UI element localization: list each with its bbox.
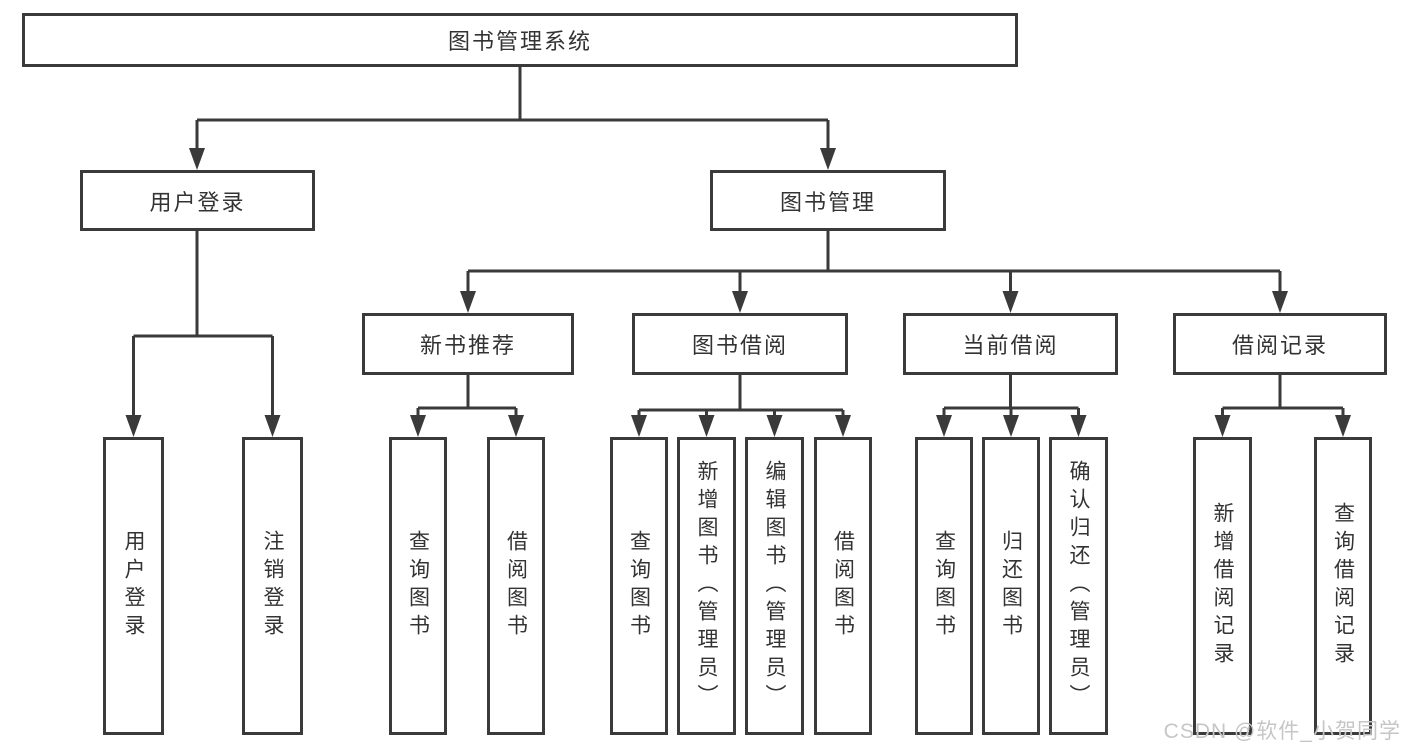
leaf-logout-label: 注销登录 [261, 530, 284, 642]
node-borrowing-records: 借阅记录 [1173, 313, 1387, 375]
node-new-book-recommend-label: 新书推荐 [419, 333, 516, 358]
leaf-nb-borrow-books-label: 借阅图书 [504, 530, 528, 642]
node-user-login: 用户登录 [80, 170, 315, 231]
node-current-borrowing: 当前借阅 [903, 313, 1118, 375]
leaf-nb-borrow-books: 借阅图书 [487, 437, 545, 735]
leaf-bb-add-books-admin-label: 新增图书（管理员） [695, 460, 718, 712]
leaf-br-query-record: 查询借阅记录 [1314, 437, 1372, 735]
leaf-bb-query-books: 查询图书 [610, 437, 668, 735]
leaf-logout: 注销登录 [242, 437, 303, 735]
leaf-nb-query-books: 查询图书 [389, 437, 447, 735]
leaf-user-login: 用户登录 [103, 437, 164, 735]
arrowheads [125, 148, 1351, 437]
leaf-nb-query-books-label: 查询图书 [406, 530, 430, 642]
leaf-bb-add-books-admin: 新增图书（管理员） [677, 437, 736, 735]
leaf-bb-borrow-books: 借阅图书 [814, 437, 872, 735]
leaf-cb-return-books-label: 归还图书 [999, 530, 1023, 642]
leaf-br-query-record-label: 查询借阅记录 [1331, 502, 1355, 670]
leaf-bb-borrow-books-label: 借阅图书 [831, 530, 855, 642]
node-book-management-label: 图书管理 [779, 189, 876, 215]
node-current-borrowing-label: 当前借阅 [962, 333, 1059, 358]
node-book-management: 图书管理 [710, 170, 946, 231]
node-user-login-label: 用户登录 [149, 189, 246, 215]
node-new-book-recommend: 新书推荐 [362, 313, 574, 375]
node-root-system: 图书管理系统 [22, 13, 1018, 67]
leaf-cb-confirm-return-admin: 确认归还（管理员） [1049, 437, 1108, 735]
node-borrowing-records-label: 借阅记录 [1231, 333, 1328, 358]
csdn-watermark: CSDN @软件_小贺同学 [1163, 720, 1401, 743]
leaf-cb-query-books-label: 查询图书 [932, 530, 956, 642]
node-root-label: 图书管理系统 [447, 29, 592, 54]
leaf-bb-edit-books-admin-label: 编辑图书（管理员） [763, 460, 786, 712]
leaf-bb-edit-books-admin: 编辑图书（管理员） [745, 437, 804, 735]
leaf-cb-return-books: 归还图书 [982, 437, 1040, 735]
leaf-bb-query-books-label: 查询图书 [627, 530, 651, 642]
leaf-br-add-record: 新增借阅记录 [1193, 437, 1252, 735]
leaf-br-add-record-label: 新增借阅记录 [1211, 502, 1234, 670]
node-book-borrowing-label: 图书借阅 [691, 333, 788, 358]
leaf-cb-confirm-return-admin-label: 确认归还（管理员） [1067, 460, 1090, 712]
leaf-cb-query-books: 查询图书 [915, 437, 973, 735]
leaf-user-login-label: 用户登录 [122, 530, 145, 642]
node-book-borrowing: 图书借阅 [632, 313, 848, 375]
